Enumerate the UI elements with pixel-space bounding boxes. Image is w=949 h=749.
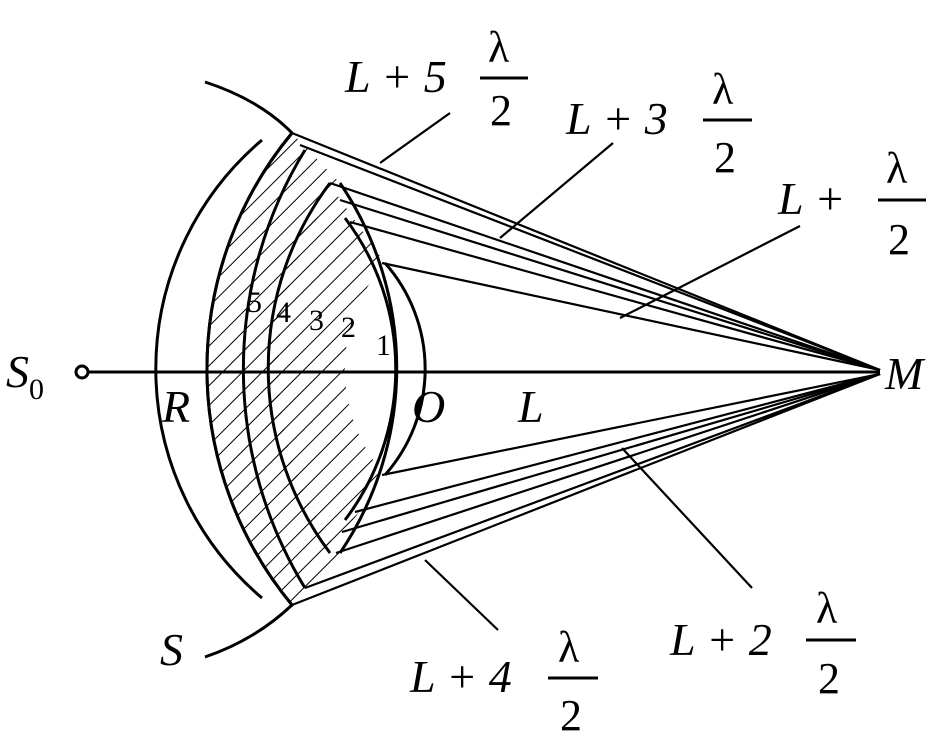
zone-number-2: 2 bbox=[341, 311, 356, 344]
source-point bbox=[74, 364, 90, 380]
point-m-label: M bbox=[884, 348, 926, 399]
path-label-l5-den: 2 bbox=[490, 86, 512, 135]
ray-lower-5 bbox=[304, 372, 881, 590]
zone-number-4: 4 bbox=[276, 296, 291, 329]
path-label-l3-prefix: L + 3 bbox=[565, 93, 668, 144]
path-label-l2: L + 2 λ 2 bbox=[669, 584, 856, 703]
path-label-l2-den: 2 bbox=[818, 654, 840, 703]
leader-l5 bbox=[379, 112, 451, 164]
path-label-l4-num: λ bbox=[558, 623, 580, 672]
zone-number-1: 1 bbox=[376, 329, 391, 362]
distance-l-label: L bbox=[517, 381, 544, 432]
ray-upper-1 bbox=[381, 261, 881, 372]
path-label-l4: L + 4 λ 2 bbox=[409, 623, 598, 740]
leader-l3 bbox=[499, 142, 614, 239]
path-label-l5-prefix: L + 5 bbox=[344, 51, 447, 102]
path-label-l3-num: λ bbox=[712, 65, 734, 114]
leader-l2 bbox=[621, 447, 753, 589]
path-label-l4-prefix: L + 4 bbox=[409, 651, 512, 702]
ray-lower-2 bbox=[354, 372, 881, 514]
zone-boundary-1 bbox=[383, 262, 427, 476]
path-label-l4-den: 2 bbox=[560, 691, 582, 740]
ray-upper-5b bbox=[299, 143, 881, 372]
ray-lower-5b bbox=[291, 372, 881, 607]
ray-lower-3 bbox=[341, 372, 881, 534]
ray-upper-4 bbox=[329, 181, 881, 372]
zone-2-hatched-area bbox=[266, 185, 385, 553]
path-label-l2-num: λ bbox=[816, 584, 838, 633]
ray-upper-2 bbox=[349, 220, 881, 372]
path-label-l1-prefix: L + bbox=[777, 173, 845, 224]
ray-upper-3 bbox=[339, 198, 881, 372]
zone-number-3: 3 bbox=[309, 304, 324, 337]
path-label-l5: L + 5 λ 2 bbox=[344, 23, 528, 135]
zone-boundary-4 bbox=[266, 182, 332, 554]
center-o-label: O bbox=[412, 381, 445, 432]
ray-lower-4 bbox=[335, 372, 881, 555]
zone-boundary-outer-5 bbox=[154, 138, 263, 600]
leader-l4 bbox=[424, 559, 499, 631]
leader-lines bbox=[379, 112, 801, 631]
path-label-l1: L + λ 2 bbox=[777, 144, 926, 264]
path-label-l3-den: 2 bbox=[714, 133, 736, 182]
path-label-l1-num: λ bbox=[886, 144, 908, 193]
leader-l1 bbox=[619, 225, 801, 319]
path-label-l3: L + 3 λ 2 bbox=[565, 65, 752, 182]
path-label-l1-den: 2 bbox=[888, 215, 910, 264]
ray-lines bbox=[291, 131, 881, 607]
zone-boundary-1b bbox=[343, 217, 398, 521]
path-label-l5-num: λ bbox=[488, 23, 510, 72]
wavefront-s-label: S bbox=[160, 624, 183, 675]
zone-number-5: 5 bbox=[247, 286, 262, 319]
radius-r-label: R bbox=[161, 381, 190, 432]
ray-upper-5 bbox=[291, 131, 881, 372]
zone-boundary-5 bbox=[205, 132, 294, 606]
path-label-l2-prefix: L + 2 bbox=[669, 614, 772, 665]
zone-boundary-3b bbox=[241, 149, 307, 589]
source-label: S0 bbox=[6, 346, 44, 406]
ray-lower-1 bbox=[381, 372, 881, 477]
